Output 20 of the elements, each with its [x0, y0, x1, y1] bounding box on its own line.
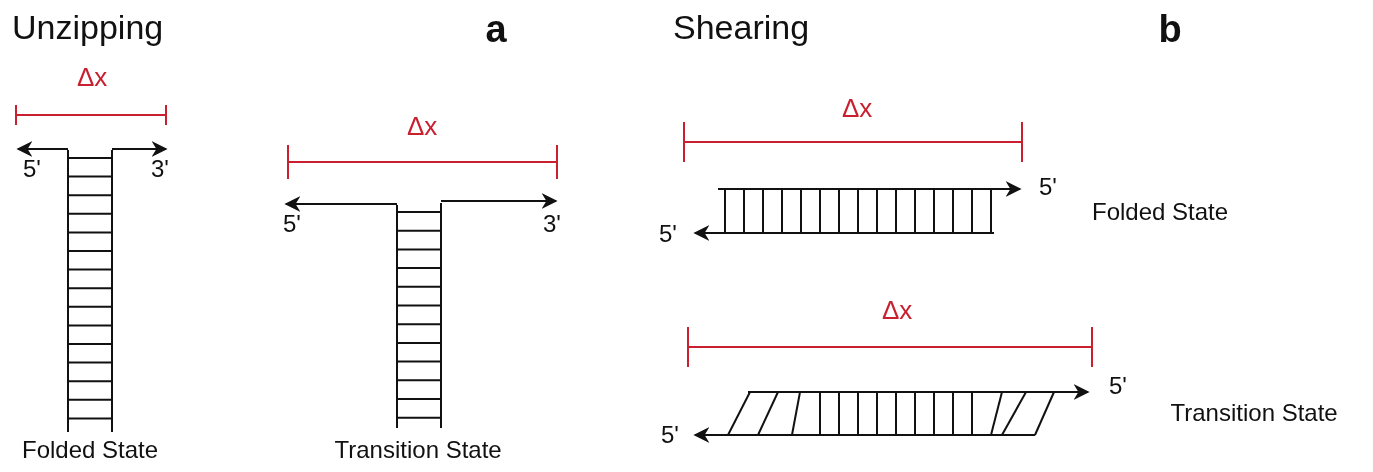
panel-letter: a — [485, 10, 507, 48]
dimension-label: Δx — [842, 95, 873, 121]
panel-title: Shearing — [673, 10, 810, 44]
strand-end-label: 5' — [1039, 175, 1057, 199]
dimension-label: Δx — [407, 113, 438, 139]
state-caption: Transition State — [334, 438, 502, 462]
panel-title: Unzipping — [12, 10, 164, 44]
strand-end-label: 5' — [23, 157, 41, 181]
state-caption: Folded State — [1092, 200, 1229, 224]
strand-end-label: 3' — [543, 212, 561, 236]
state-caption: Transition State — [1170, 401, 1338, 425]
strand-end-label: 5' — [1109, 374, 1127, 398]
strand-end-label: 5' — [283, 212, 301, 236]
strand-end-label: 3' — [151, 157, 169, 181]
dimension-label: Δx — [77, 64, 108, 90]
panel-letter: b — [1158, 10, 1182, 48]
dimension-label: Δx — [882, 297, 913, 323]
strand-end-label: 5' — [659, 222, 677, 246]
strand-end-label: 5' — [661, 423, 679, 447]
state-caption: Folded State — [22, 438, 159, 462]
